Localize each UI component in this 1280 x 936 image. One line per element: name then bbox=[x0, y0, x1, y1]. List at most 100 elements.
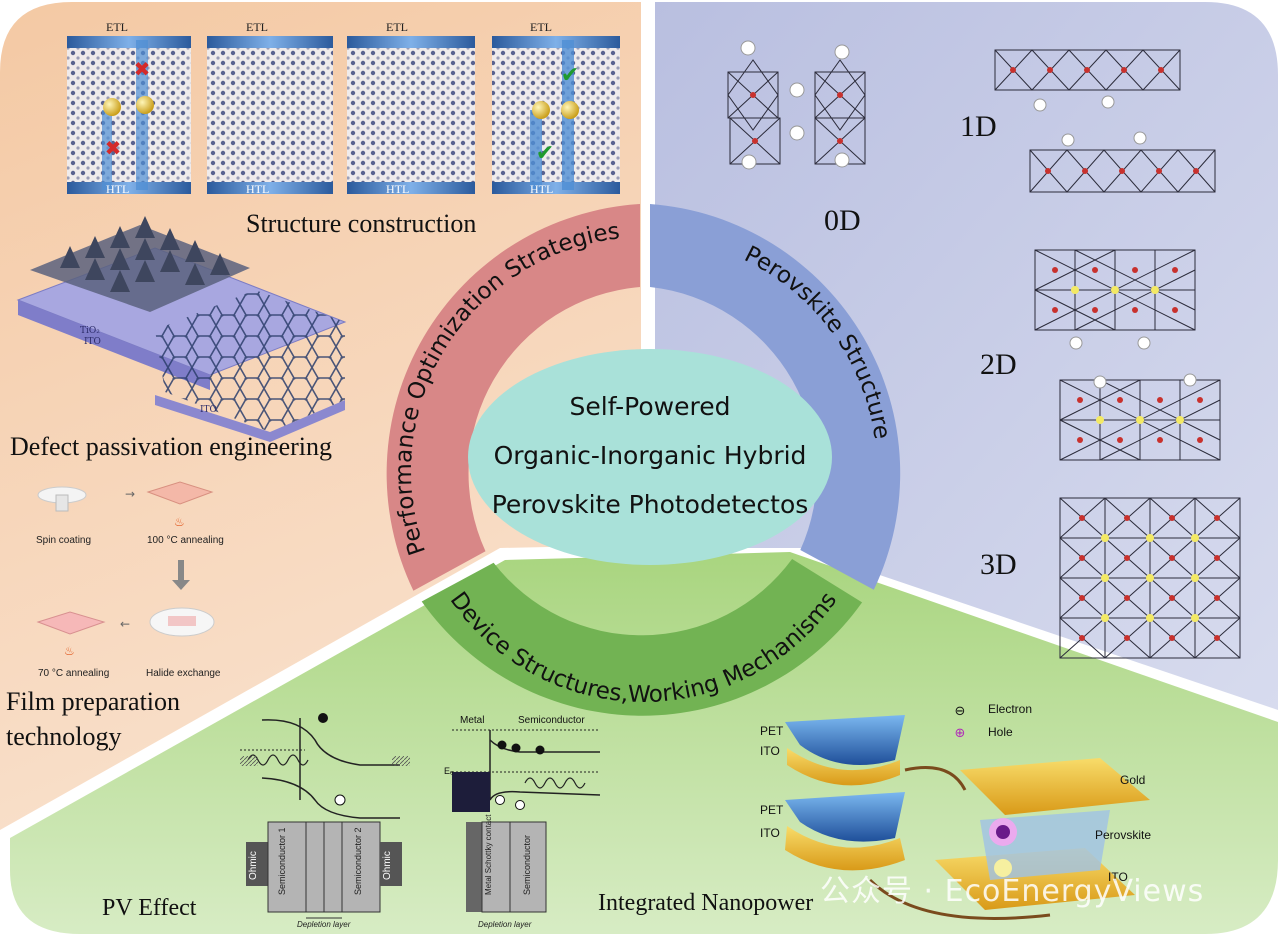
label-film-preparation-1: Film preparation bbox=[6, 687, 181, 716]
label-semiconductor-1: Semiconductor 1 bbox=[277, 827, 287, 895]
label-perovskite: Perovskite bbox=[1095, 828, 1152, 842]
lattice-atom bbox=[1079, 515, 1085, 521]
label-electron: Electron bbox=[988, 702, 1033, 716]
label-depletion-2: Depletion layer bbox=[478, 920, 532, 929]
perovskite-3d-atoms bbox=[1079, 515, 1220, 641]
lattice-atom bbox=[1214, 595, 1220, 601]
structure-construction-panels: ✖ ✖ ✔ ✔ bbox=[67, 36, 620, 194]
label-3d: 3D bbox=[980, 548, 1017, 581]
perovskite-2d-atoms bbox=[1052, 267, 1203, 443]
cation-atom bbox=[1191, 574, 1199, 582]
cation-atom bbox=[1191, 534, 1199, 542]
ring-device bbox=[421, 559, 863, 716]
center-title-line2: Organic-Inorganic Hybrid bbox=[493, 441, 807, 470]
electron-dot bbox=[318, 713, 328, 723]
hatch-left bbox=[240, 756, 258, 766]
lattice-atom bbox=[1169, 595, 1175, 601]
label-structure-construction: Structure construction bbox=[246, 209, 477, 238]
crystal-panel-3 bbox=[347, 36, 475, 194]
ring-optimization bbox=[386, 204, 640, 591]
label-ito-2: ITO bbox=[760, 826, 780, 840]
hatch-right bbox=[392, 756, 410, 766]
svg-text:✔: ✔ bbox=[561, 63, 579, 88]
ring-structure bbox=[650, 204, 901, 590]
lattice-atom bbox=[1124, 595, 1130, 601]
label-2d: 2D bbox=[980, 348, 1017, 381]
svg-text:⊖: ⊖ bbox=[955, 704, 966, 719]
lattice-atom bbox=[1124, 635, 1130, 641]
film-preparation-process: → ♨ ♨ ← bbox=[36, 481, 215, 658]
label-semiconductor-top: Semiconductor bbox=[518, 715, 585, 726]
lattice-atom bbox=[1214, 635, 1220, 641]
svg-text:TiO₂: TiO₂ bbox=[80, 326, 100, 336]
svg-text:→: → bbox=[125, 487, 135, 501]
lattice-atom bbox=[1169, 635, 1175, 641]
cation-atom bbox=[1146, 614, 1154, 622]
cation-atom bbox=[1101, 534, 1109, 542]
perovskite-0d-atoms bbox=[740, 40, 850, 170]
layer-etl-4: ETL bbox=[530, 20, 552, 34]
layer-etl-1: ETL bbox=[106, 20, 128, 34]
metal-block bbox=[452, 772, 490, 812]
step-halide-exchange: Halide exchange bbox=[146, 668, 221, 679]
center-title: Self-Powered Organic-Inorganic Hybrid Pe… bbox=[468, 382, 832, 529]
lattice-atom bbox=[1079, 595, 1085, 601]
step-anneal-100: 100 °C annealing bbox=[147, 535, 224, 546]
layer-etl-3: ETL bbox=[386, 20, 408, 34]
center-title-line1: Self-Powered bbox=[569, 392, 731, 421]
label-pet-1: PET bbox=[760, 724, 784, 738]
svg-text:ITO: ITO bbox=[200, 405, 217, 415]
lattice-atom bbox=[1124, 515, 1130, 521]
crystal-panel-1: ✖ ✖ bbox=[67, 36, 191, 194]
label-ef: Eₑ bbox=[444, 766, 454, 776]
label-ito-1: ITO bbox=[760, 744, 780, 758]
band-carriers-2 bbox=[495, 740, 545, 810]
lattice-atom bbox=[1169, 515, 1175, 521]
crystal-panel-4: ✔ ✔ bbox=[492, 36, 620, 194]
pv-device-1 bbox=[246, 821, 402, 919]
cation-atom bbox=[1146, 534, 1154, 542]
step-spin-coating: Spin coating bbox=[36, 535, 92, 546]
center-title-line3: Perovskite Photodetectos bbox=[491, 490, 809, 519]
defect-passivation-illustration: TiO₂ ITO ITO bbox=[16, 216, 347, 442]
label-1d: 1D bbox=[960, 110, 997, 143]
svg-text:✖: ✖ bbox=[105, 136, 122, 160]
label-ohmic-right: Ohmic bbox=[382, 851, 393, 880]
label-ohmic-left: Ohmic bbox=[248, 851, 259, 880]
svg-text:ITO: ITO bbox=[84, 337, 101, 347]
label-hole: Hole bbox=[988, 725, 1013, 739]
crystal-panel-2 bbox=[207, 36, 333, 194]
svg-text:✔: ✔ bbox=[536, 141, 554, 166]
label-gold: Gold bbox=[1120, 773, 1146, 787]
label-ito-3: ITO bbox=[1108, 870, 1128, 884]
layer-htl-3: HTL bbox=[386, 182, 410, 196]
layer-htl-1: HTL bbox=[106, 182, 130, 196]
label-semiconductor-bottom: Semiconductor bbox=[522, 834, 532, 895]
label-0d: 0D bbox=[824, 204, 861, 237]
step-anneal-70: 70 °C annealing bbox=[38, 668, 110, 679]
svg-text:♨: ♨ bbox=[64, 644, 75, 658]
lattice-atom bbox=[1169, 555, 1175, 561]
label-defect-passivation: Defect passivation engineering bbox=[10, 432, 332, 461]
cation-atom bbox=[1191, 614, 1199, 622]
layer-htl-4: HTL bbox=[530, 182, 554, 196]
svg-text:⊕: ⊕ bbox=[955, 726, 966, 741]
lattice-atom bbox=[1079, 635, 1085, 641]
pv-device-2 bbox=[466, 821, 547, 913]
label-depletion-1: Depletion layer bbox=[297, 920, 351, 929]
label-integrated-nanopower: Integrated Nanopower bbox=[598, 890, 814, 916]
hole-dot bbox=[334, 794, 346, 806]
layer-htl-2: HTL bbox=[246, 182, 270, 196]
label-pet-2: PET bbox=[760, 803, 784, 817]
watermark: 公众号 · EcoEnergyViews bbox=[820, 874, 1205, 909]
cation-atom bbox=[1101, 574, 1109, 582]
lattice-atom bbox=[1079, 555, 1085, 561]
svg-text:✖: ✖ bbox=[134, 57, 151, 81]
label-metal: Metal bbox=[460, 715, 485, 726]
cation-atom bbox=[1101, 614, 1109, 622]
svg-text:←: ← bbox=[120, 617, 130, 631]
label-semiconductor-2: Semiconductor 2 bbox=[353, 827, 363, 895]
center-ellipse bbox=[468, 349, 832, 565]
